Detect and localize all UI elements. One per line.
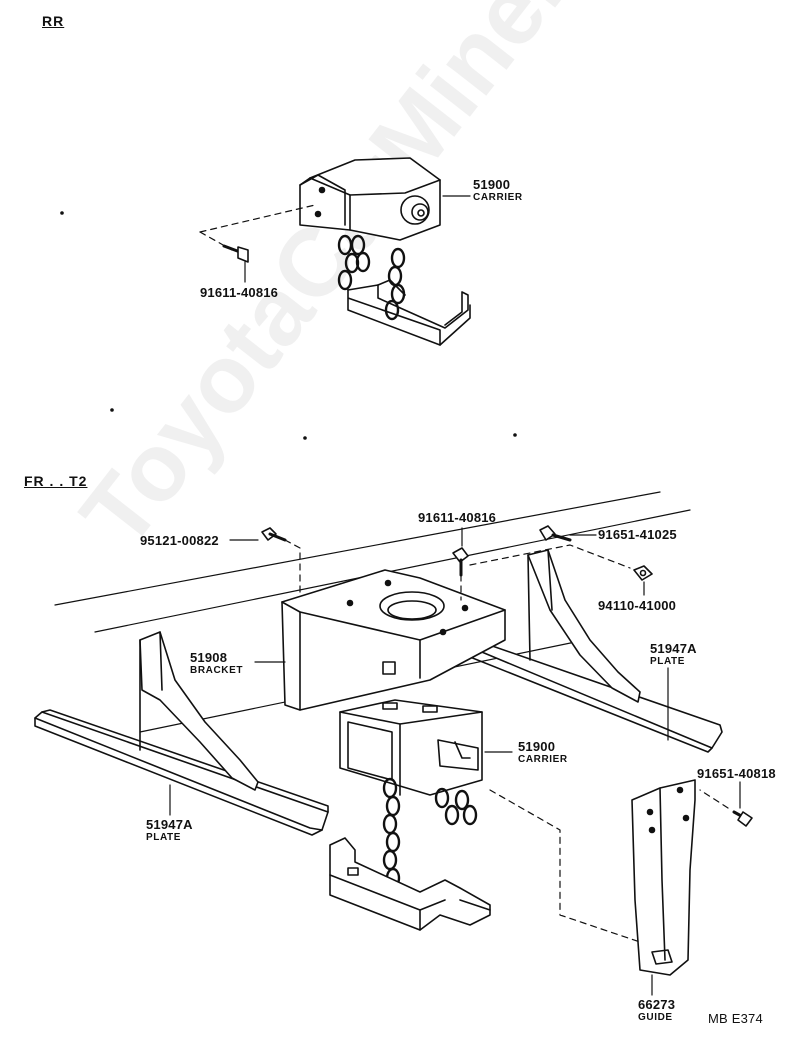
rr-carrier-name: CARRIER <box>473 192 523 203</box>
plate-left-number: 51947A <box>146 817 193 832</box>
bolt1-number: 95121-00822 <box>140 533 219 548</box>
bolt-91651-40818-icon <box>732 810 753 827</box>
bolt2-number: 91611-40816 <box>418 510 497 525</box>
rr-bolt-icon <box>222 244 249 263</box>
rr-carrier-number: 51900 <box>473 177 511 192</box>
plate-left <box>34 631 329 836</box>
guide-number: 66273 <box>638 997 676 1012</box>
plate-right-name: PLATE <box>650 656 686 667</box>
guide-name: GUIDE <box>638 1012 673 1023</box>
plate-left-name: PLATE <box>146 832 182 843</box>
fr-assembly <box>34 491 753 996</box>
fr-carrier <box>339 699 483 796</box>
fr-carrier-base <box>329 837 491 931</box>
fr-carrier-name: CARRIER <box>518 754 568 765</box>
bolt-95121-icon <box>261 527 287 542</box>
nut-94110-icon <box>633 565 653 581</box>
rr-bolt-number: 91611-40816 <box>200 285 279 300</box>
section-rr-title: RR <box>42 13 65 29</box>
reference-code: MB E374 <box>708 1011 763 1026</box>
bolt4-number: 91651-40818 <box>697 766 776 781</box>
bolt3-number: 91651-41025 <box>598 527 677 542</box>
bracket-name: BRACKET <box>190 665 244 676</box>
bracket-51908 <box>281 569 506 711</box>
bolt-91611-icon <box>452 547 469 577</box>
section-fr-title: FR . . T2 <box>24 473 88 489</box>
rr-carrier-assembly <box>199 157 471 346</box>
fr-carrier-number: 51900 <box>518 739 556 754</box>
bracket-number: 51908 <box>190 650 228 665</box>
plate-right-number: 51947A <box>650 641 697 656</box>
nut-number: 94110-41000 <box>598 598 677 613</box>
guide-66273 <box>631 779 696 976</box>
bolt-91651-41025-icon <box>539 525 572 542</box>
